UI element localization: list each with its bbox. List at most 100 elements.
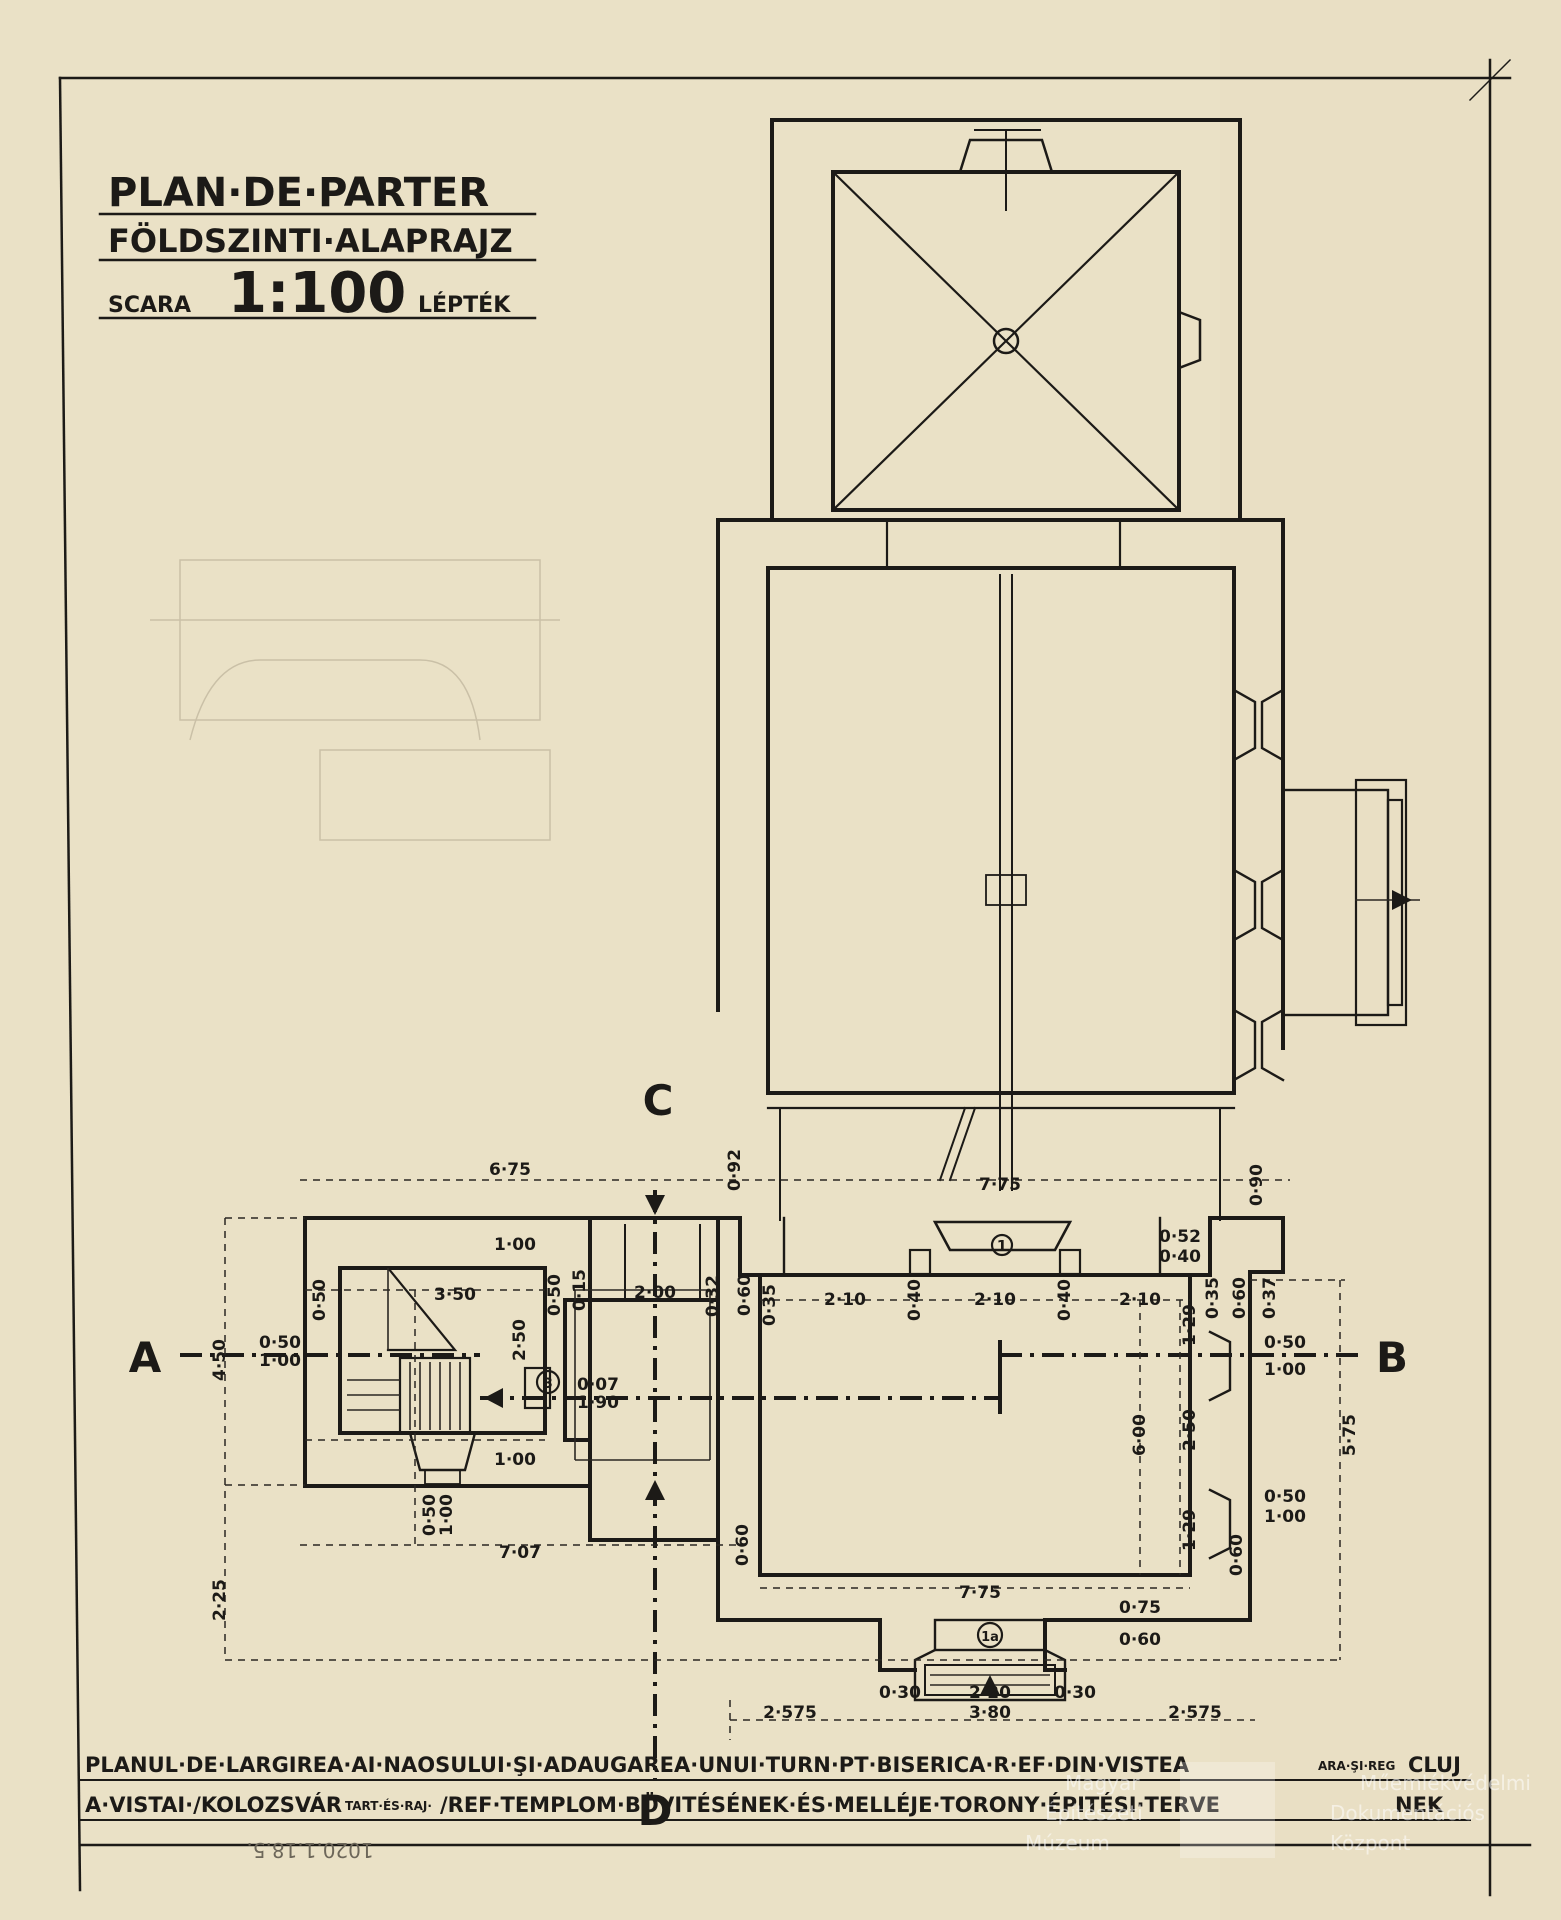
caption-line-1-end: CLUJ [1408,1753,1461,1777]
dim-stair-inner-50: 0·50 [545,1274,565,1316]
caption-line-1: PLANUL·DE·LARGIREA·AI·NAOSULUI·ŞI·ADAUGA… [85,1753,1190,1777]
room-number-3-circle [535,1369,561,1395]
stair [347,1266,503,1435]
dim-stair-height: 2·50 [510,1319,530,1361]
dim-win-050: 0·50 [420,1494,440,1536]
dim-left-100: 1·00 [259,1351,301,1371]
plan-title-ro: PLAN·DE·PARTER [108,170,489,216]
caption-line-2-end: NEK [1395,1793,1444,1817]
dim-left-050: 0·50 [259,1333,301,1353]
dim-stair-top: 1·00 [494,1235,536,1255]
caption-line-2: A·VISTAI·/KOLOZSVÁR [85,1792,342,1817]
dim-nave-210c: 2·10 [1119,1290,1161,1310]
section-mark-a: A [129,1333,162,1382]
scale-label-ro: SCARA [108,293,191,318]
plan: 1 1a 3 A [129,118,1420,1835]
dim-porch-030a: 0·30 [879,1683,921,1703]
dim-bottom-2575b: 2·575 [1168,1703,1222,1723]
section-mark-b: B [1376,1333,1408,1382]
watermark-logo [1180,1762,1275,1858]
dim-nave-035b: 0·35 [1203,1277,1223,1319]
dimension-labels: 6·75 7·75 0·92 0·90 1·00 3·50 0·50 0·50 … [210,1149,1360,1723]
dim-nave-035: 0·35 [760,1284,780,1326]
section-mark-c: C [643,1076,674,1125]
entrance-hall [563,1216,882,1672]
dim-bottom-2575a: 2·575 [763,1703,817,1723]
dim-nave-600: 6·00 [1130,1414,1150,1456]
caption-line-1-small: ARA·ŞI·REG [1318,1759,1395,1773]
section-mark-d: D [638,1786,673,1835]
dim-tower-007: 0·07 [577,1375,619,1395]
dim-right-100a: 1·00 [1264,1360,1306,1380]
dim-nave-040b: 0·40 [1055,1279,1075,1321]
dim-left-height: 4·50 [210,1339,230,1381]
dim-porch-075: 0·75 [1119,1598,1161,1618]
watermark-line-1: Magyar [1065,1771,1140,1795]
dim-nave-bottom: 7·75 [959,1583,1001,1603]
dim-right-060: 0·60 [1227,1534,1247,1576]
dim-top-left: 6·75 [489,1160,531,1180]
dim-top-mid: 7·75 [979,1175,1021,1195]
dim-porch-060: 0·60 [1119,1630,1161,1650]
dim-stair-left-50: 0·50 [310,1279,330,1321]
plan-title-hu: FÖLDSZINTI·ALAPRAJZ [108,222,513,260]
dim-nave-040a: 0·40 [905,1279,925,1321]
dim-left-225: 2·25 [210,1579,230,1621]
dim-top-mid-left: 0·92 [725,1149,745,1191]
dim-nave-250: 2·50 [1180,1409,1200,1451]
dim-tower-2: 2·00 [634,1283,676,1303]
scale-value: 1:100 [228,261,406,326]
dim-tower-060: 0·60 [735,1274,755,1316]
sheet-frame [58,58,1532,1897]
new-nave: 1 1a [716,1216,1285,1702]
entrance-arrow-south-icon [980,1675,1000,1695]
paper-overlay [0,0,1220,1920]
scale-label-hu: LÉPTÉK [418,292,511,318]
room-number-3: 3 [543,1376,553,1392]
dim-nave-037: 0·37 [1260,1277,1280,1319]
dim-right-050a: 0·50 [1264,1333,1306,1353]
watermark-line-3: Múzeum [1025,1831,1110,1855]
pencil-archive-note: 1020.1.18.5. [246,1838,373,1862]
title-block: PLAN·DE·PARTER FÖLDSZINTI·ALAPRAJZ SCARA… [98,170,537,326]
watermark-right-2: Dokumentációs [1330,1801,1485,1825]
dim-right-100b: 1·00 [1264,1507,1306,1527]
dim-stair-small-15: 0·15 [570,1269,590,1311]
dim-nave-210b: 2·10 [974,1290,1016,1310]
dim-porch-220: 2·20 [969,1683,1011,1703]
dim-nave-129b: 1·29 [1180,1509,1200,1551]
room-number-1-circle [990,1233,1014,1257]
caption-line-2b: /REF·TEMPLOM·BÖVITÉSÉNEK·ÉS·MELLÉJE·TORO… [440,1792,1220,1817]
old-nave [716,518,1420,1221]
dim-tower-032: 0·32 [703,1275,723,1317]
dim-nave-060: 0·60 [1230,1277,1250,1319]
watermark-line-2: Építészeti [1045,1801,1143,1825]
dim-tower-190: 1·90 [577,1393,619,1413]
dim-tower-060b: 0·60 [733,1524,753,1566]
faint-pencil-sketch [150,559,560,841]
dim-top-right: 0·90 [1247,1164,1267,1206]
vestry-block [303,1216,592,1488]
dim-nave-052: 0·52 [1159,1227,1201,1247]
watermark-right-3: Központ [1330,1831,1410,1855]
caption-line-2-small: TART·ÉS·RAJ· [345,1798,432,1813]
section-c-arrow-icon [645,1195,665,1215]
dim-nave-210a: 2·10 [824,1290,866,1310]
room-number-1: 1 [997,1237,1007,1255]
dim-right-050b: 0·50 [1264,1487,1306,1507]
watermark-right-1: Műemlékvédelmi [1360,1771,1531,1795]
entrance-arrow-east-icon [1392,890,1412,910]
dim-stair-width: 3·50 [434,1285,476,1305]
north-tower [770,118,1242,522]
dim-nave-129a: 1·29 [1180,1304,1200,1346]
dim-win-100: 1·00 [437,1494,457,1536]
room-number-1a: 1a [981,1630,999,1645]
dim-bottom-380: 3·80 [969,1703,1011,1723]
dim-bottom-left: 7·07 [499,1543,541,1563]
museum-watermark: Magyar Építészeti Múzeum Műemlékvédelmi … [1025,1762,1531,1858]
dimension-lines [224,1179,1345,1740]
dim-stair-bottom: 1·00 [494,1450,536,1470]
section-d-arrow-icon [645,1480,665,1500]
dim-right-575: 5·75 [1340,1414,1360,1456]
